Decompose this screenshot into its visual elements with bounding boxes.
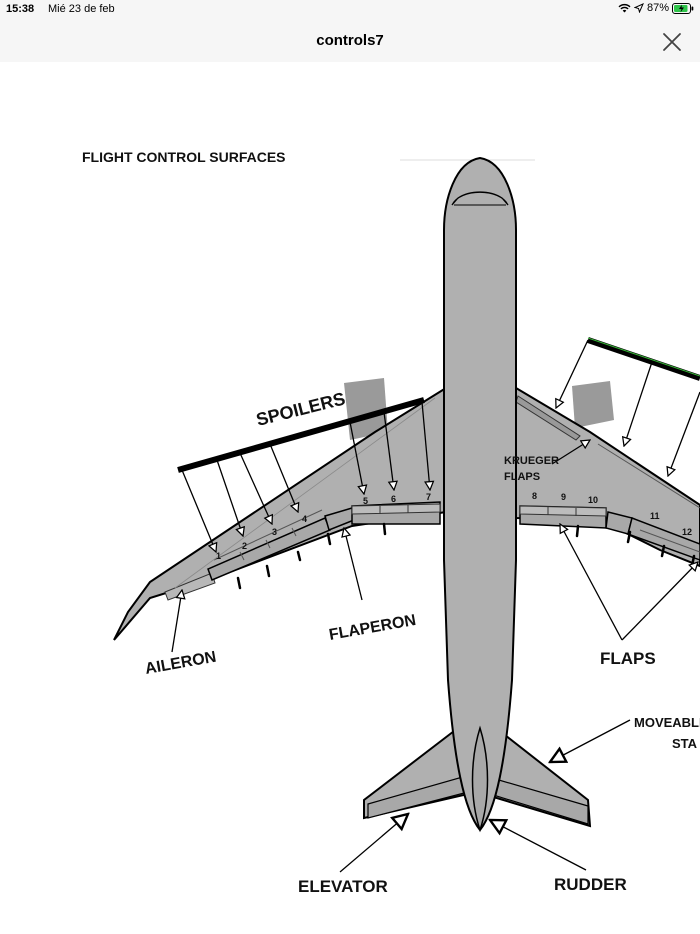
- page-title: controls7: [316, 32, 384, 49]
- status-indicators: 87%: [618, 2, 694, 14]
- label-flaps: FLAPS: [600, 649, 656, 668]
- status-time: 15:38: [6, 3, 35, 15]
- wing-left: [113, 386, 447, 641]
- battery-charging-icon: [672, 2, 694, 14]
- label-krueger-line1: KRUEGER: [504, 455, 559, 467]
- spoiler-number-6: 6: [391, 494, 396, 504]
- stabilizer-left: [363, 726, 470, 820]
- spoiler-number-10: 10: [588, 495, 598, 505]
- spoiler-number-12: 12: [682, 527, 692, 537]
- label-moveable-line1: MOVEABLI: [634, 715, 700, 730]
- label-flaperon: FLAPERON: [328, 612, 418, 644]
- close-button[interactable]: [660, 30, 684, 54]
- nav-bar: controls7: [0, 20, 700, 62]
- engine-right: [572, 381, 614, 428]
- spoiler-number-11: 11: [650, 511, 660, 521]
- engine-left: [344, 378, 388, 440]
- spoiler-number-4: 4: [302, 514, 307, 524]
- label-aileron: AILERON: [144, 649, 218, 678]
- spoiler-number-7: 7: [426, 492, 431, 502]
- status-bar: 15:38 Mié 23 de feb 87%: [0, 0, 700, 20]
- spoiler-number-8: 8: [532, 491, 537, 501]
- battery-percent: 87%: [646, 2, 669, 14]
- diagram-heading: FLIGHT CONTROL SURFACES: [82, 149, 286, 165]
- label-rudder: RUDDER: [554, 875, 627, 894]
- spoiler-number-3: 3: [272, 527, 277, 537]
- spoiler-number-5: 5: [363, 496, 368, 506]
- document-view[interactable]: FLIGHT CONTROL SURFACES SPOILERS AILERON…: [0, 62, 700, 934]
- label-moveable-line2: STA: [672, 736, 698, 751]
- flight-control-diagram: FLIGHT CONTROL SURFACES SPOILERS AILERON…: [82, 149, 700, 896]
- close-icon: [663, 33, 681, 51]
- label-krueger-line2: FLAPS: [504, 471, 540, 483]
- spoiler-number-2: 2: [242, 541, 247, 551]
- label-elevator: ELEVATOR: [298, 877, 388, 896]
- spoiler-number-9: 9: [561, 492, 566, 502]
- spoiler-number-1: 1: [216, 551, 221, 561]
- status-date: Mié 23 de feb: [48, 3, 115, 15]
- wing-right: [515, 386, 700, 568]
- wifi-icon: [618, 3, 631, 13]
- fuselage: [443, 156, 517, 833]
- location-arrow-icon: [633, 3, 644, 13]
